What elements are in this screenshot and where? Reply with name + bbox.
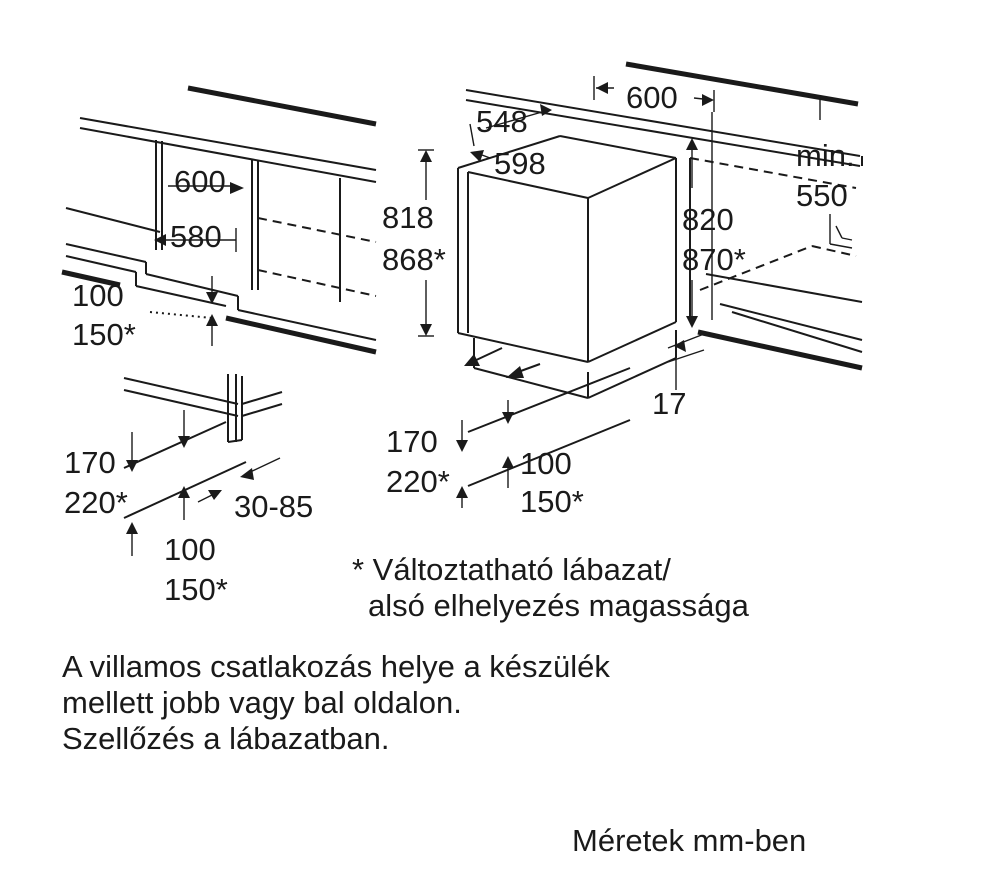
- dim-detail-plinth-b: 150*: [164, 572, 228, 607]
- dim-detail-height-a: 170: [64, 445, 116, 480]
- dim-appliance-height-b: 868*: [382, 242, 446, 277]
- dim-appliance-height-a: 818: [382, 200, 434, 235]
- asterisk-note-line-1: * Változtatható lábazat/: [352, 552, 671, 587]
- dim-bottom-plinth-b: 150*: [520, 484, 584, 519]
- dim-appliance-depth: 548: [476, 104, 528, 139]
- dim-niche-depth: 600: [626, 80, 678, 115]
- dim-detail-gap: 30-85: [234, 489, 313, 524]
- appliance-drawing: [418, 61, 863, 508]
- dim-left-niche-width: 600: [174, 164, 226, 199]
- installation-notes: A villamos csatlakozás helye a készülék …: [62, 649, 610, 757]
- dimension-labels: 600 580 100 150* 170 220* 30-85 100 150*…: [64, 80, 855, 607]
- dim-side-gap: 17: [652, 386, 686, 421]
- dim-bottom-height-b: 220*: [386, 464, 450, 499]
- notes-line-2: mellett jobb vagy bal oldalon.: [62, 685, 462, 720]
- dim-bottom-plinth-a: 100: [520, 446, 572, 481]
- dim-left-plinth-b: 150*: [72, 317, 136, 352]
- dim-left-inner-width: 580: [170, 219, 222, 254]
- dim-niche-height-a: 820: [682, 202, 734, 237]
- dim-detail-height-b: 220*: [64, 485, 128, 520]
- dim-detail-plinth-a: 100: [164, 532, 216, 567]
- dim-min-value: 550: [796, 178, 848, 213]
- dim-appliance-width: 598: [494, 146, 546, 181]
- dim-bottom-height-a: 170: [386, 424, 438, 459]
- dim-niche-height-b: 870*: [682, 242, 746, 277]
- dim-left-plinth-a: 100: [72, 278, 124, 313]
- units-note: Méretek mm-ben: [572, 823, 807, 858]
- asterisk-note-line-2: alsó elhelyezés magassága: [368, 588, 749, 623]
- left-plinth-detail: [123, 374, 283, 556]
- left-niche-drawing: [61, 85, 377, 355]
- notes-line-1: A villamos csatlakozás helye a készülék: [62, 649, 610, 684]
- dim-min-label: min.: [796, 138, 855, 173]
- asterisk-note: * Változtatható lábazat/ alsó elhelyezés…: [352, 552, 749, 624]
- notes-line-3: Szellőzés a lábazatban.: [62, 721, 390, 756]
